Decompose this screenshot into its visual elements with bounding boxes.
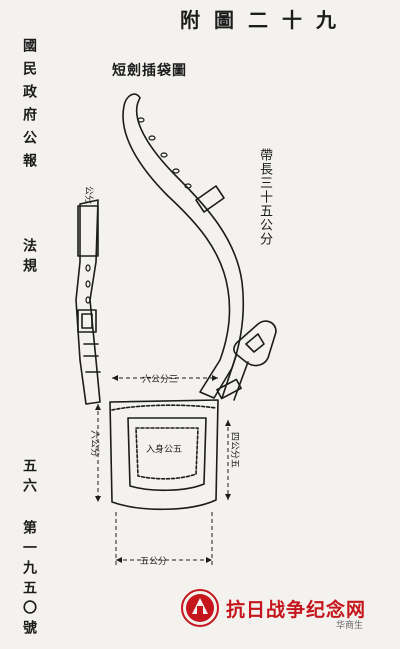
source-credit: 华商生 [336,621,364,631]
volume-label: 五六 [21,458,37,498]
label-top-width: 六公分三 [142,373,178,385]
large-buckle [233,320,277,367]
label-left-height: 六公分 [89,430,101,457]
label-inner-pocket: 入身公五 [146,443,182,455]
label-bottom-width: 五公分 [140,556,167,567]
publication-name: 國民政府公報 [21,38,37,176]
pouch-inner [127,417,207,492]
pouch-outer [109,399,219,511]
short-strap [75,199,101,405]
label-right-height: 四公分五 [229,432,240,468]
watermark: 抗日战争纪念网 [180,588,390,628]
watermark-text: 抗日战争纪念网 [226,598,367,621]
strap-length-note: 帶長三十五公分 [257,148,272,246]
small-buckle [77,309,97,333]
issue-number: 第一九五〇號 [21,520,37,640]
label-buckle-small: 公分 [83,186,94,204]
section-label: 法規 [21,238,37,278]
figure-caption: 短劍插袋圖 [112,63,187,79]
page-header: 附圖二十九 [180,8,350,32]
long-strap [122,93,245,399]
memorial-logo-icon [181,589,219,627]
